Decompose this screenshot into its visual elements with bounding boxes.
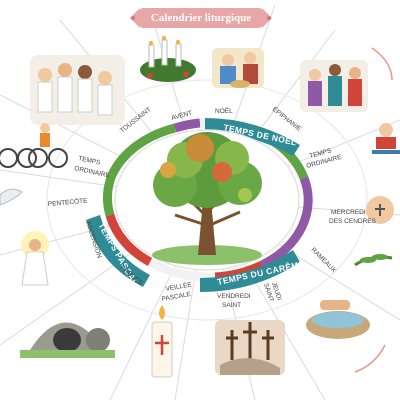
- ribbon-careme: [200, 250, 300, 292]
- cycle-arrow-icon: [371, 47, 393, 81]
- three-kings-illustration: [300, 60, 368, 112]
- feast-temps-ordinaire-left-2: ORDINAIRE: [74, 165, 111, 179]
- feast-mercredi-2: DES CENDRES: [329, 218, 377, 225]
- risen-christ-illustration: [21, 231, 49, 286]
- feast-rameaux: RAMEAUX: [310, 246, 338, 274]
- three-crosses-illustration: [215, 320, 285, 375]
- title-banner-shape: [130, 8, 272, 28]
- cycle-arrow-icon: [354, 344, 386, 373]
- feast-vendredi-2: SAINT: [222, 302, 241, 309]
- season-ribbons: [86, 118, 300, 292]
- feast-epiphanie: ÉPIPHANIE: [271, 104, 304, 133]
- child-sledding-illustration: [372, 123, 400, 154]
- saints-crowd-illustration: [30, 55, 125, 125]
- feast-mercredi-1: MERCREDI: [331, 209, 366, 216]
- feast-pentecote: PENTECÔTE: [47, 196, 88, 208]
- nativity-illustration: [212, 48, 264, 88]
- ribbon-pascal: [86, 215, 150, 287]
- feast-temps-ordinaire-left-1: TEMPS: [78, 155, 102, 167]
- feast-vendredi-1: VENDREDI: [217, 293, 251, 300]
- feast-noel: NOËL: [215, 107, 233, 115]
- page-title: Calendrier liturgique: [150, 12, 252, 24]
- advent-wreath-illustration: [140, 36, 196, 82]
- paschal-candle-illustration: [151, 305, 173, 378]
- dove-illustration: [0, 188, 23, 206]
- outer-ring: [46, 79, 368, 321]
- foot-washing-illustration: [306, 300, 370, 339]
- empty-tomb-illustration: [20, 322, 115, 358]
- palm-branch-illustration: [354, 254, 393, 267]
- ash-cross-illustration: [366, 196, 394, 224]
- tree-illustration: [152, 132, 262, 265]
- cyclists-illustration: [0, 123, 68, 168]
- ribbon-noel: [205, 118, 300, 156]
